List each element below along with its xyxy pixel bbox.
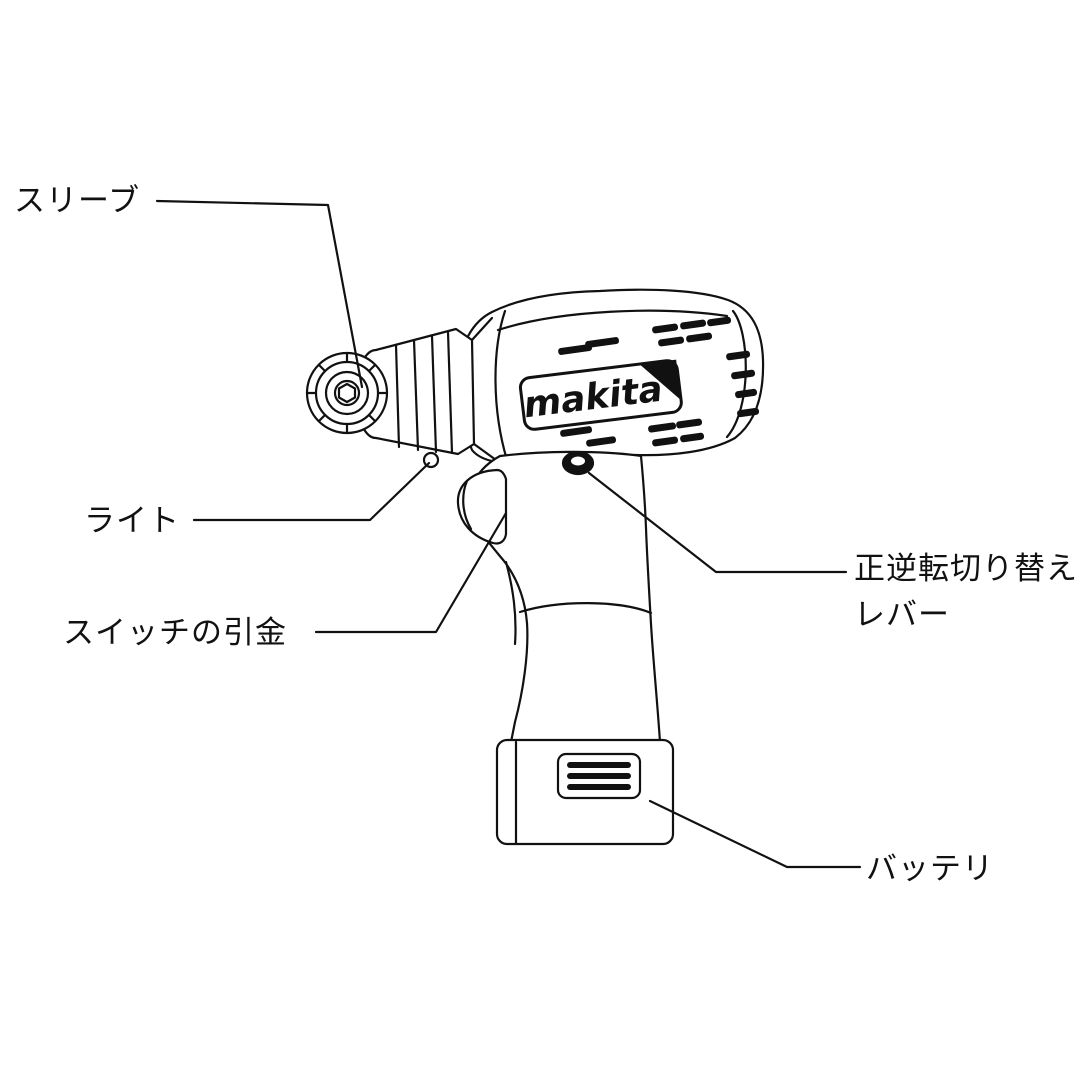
nose-rib (430, 334, 438, 454)
vents (558, 316, 760, 447)
label-sleeve: スリーブ (14, 183, 141, 219)
leader-line-battery (648, 799, 862, 869)
leader-line-sleeve (155, 199, 364, 389)
leader-line-forward-reverse-lever (587, 471, 848, 574)
nose-body-joint (472, 442, 498, 462)
nose-rib (394, 343, 401, 449)
makita-logo: makita (518, 359, 683, 431)
handle-front-contour (504, 560, 517, 646)
body-top-seam (496, 309, 729, 332)
label-forward-reverse-lever-line2: レバー (854, 597, 950, 633)
leader-line-light (192, 461, 431, 522)
trigger-contour (462, 479, 473, 531)
bit-socket-hex (337, 382, 357, 404)
nose-body-joint (470, 316, 494, 342)
leader-lines (155, 199, 862, 869)
handle-base-seam (518, 602, 653, 615)
battery (495, 738, 675, 846)
body-front-seam (494, 309, 509, 462)
sleeve (305, 351, 389, 435)
label-light: ライト (84, 503, 180, 539)
label-trigger: スイッチの引金 (63, 615, 287, 651)
nose-rib (446, 330, 454, 455)
nose-rib (412, 338, 420, 452)
label-forward-reverse-lever-line1: 正逆転切り替え (854, 551, 1078, 587)
forward-reverse-button (561, 450, 595, 476)
trigger (456, 468, 508, 545)
leader-line-trigger (314, 511, 508, 634)
label-forward-reverse-lever: 正逆転切り替え レバー (854, 546, 1078, 638)
label-battery: バッテリ (866, 851, 994, 887)
